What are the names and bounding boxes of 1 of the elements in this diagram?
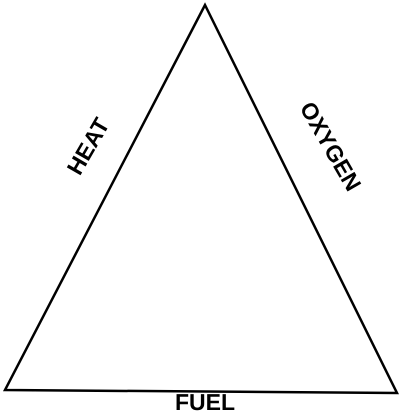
side-label: FUEL <box>175 388 236 416</box>
